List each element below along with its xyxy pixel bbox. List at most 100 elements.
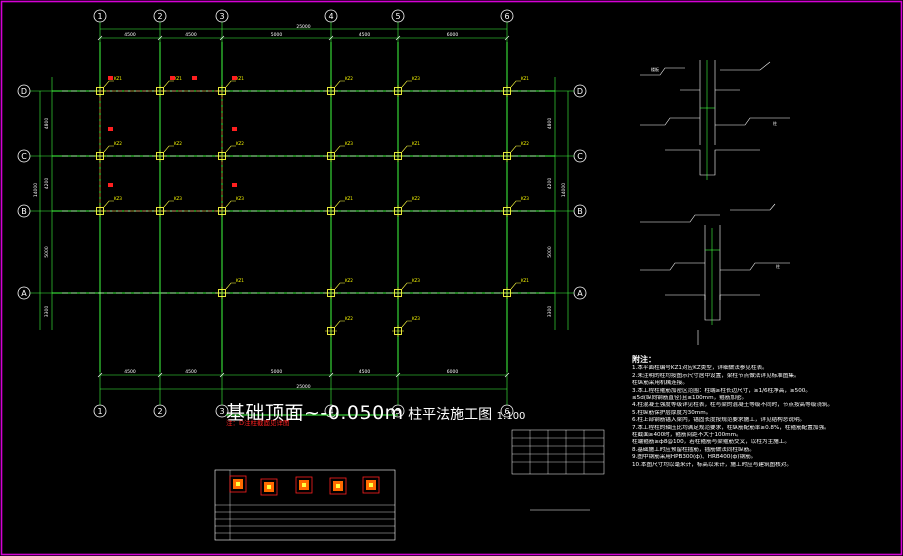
column-leader	[510, 80, 521, 88]
dim-tick	[219, 35, 225, 41]
axis-label-6: 6	[504, 407, 509, 416]
title-scale: 1:100	[496, 411, 526, 422]
column-label: KZ1	[521, 278, 529, 283]
section-center	[267, 485, 271, 489]
note-line: 7.本工程柱的轴压比均满足规范要求，柱纵筋配筋率≥0.8%，柱箍筋配置加强。	[632, 424, 830, 431]
detail-line	[665, 294, 760, 321]
dim-text: 6000	[447, 32, 459, 38]
column-label: KZ3	[412, 278, 420, 283]
column-leader	[103, 145, 114, 153]
column-label: KZ3	[236, 196, 244, 201]
column-label: KZ2	[174, 141, 182, 146]
axis-label-C: C	[21, 152, 27, 161]
note-line: ≤5d(纵向钢筋直径)且≤100mm，箍筋加密。	[632, 395, 748, 402]
column-leader	[401, 200, 412, 208]
drawing-title: 基础顶面~-0.050m 柱平法施工图 1:100	[226, 398, 525, 425]
detail-line	[640, 214, 720, 223]
dim-total-top: 25000	[296, 24, 310, 30]
red-mark	[170, 76, 175, 80]
column-leader	[163, 80, 174, 88]
general-notes: 附注： 1.本平面柱编号KZ1对应KZ类型，详细做法参见柱表。2.未注明的柱均按…	[632, 355, 894, 469]
column-leader	[401, 145, 412, 153]
dim-text: 5000	[44, 246, 50, 258]
column-leader	[225, 282, 236, 290]
red-mark	[108, 183, 113, 187]
red-mark	[108, 76, 113, 80]
section-outline	[260, 478, 278, 496]
column-label: KZ3	[521, 196, 529, 201]
section-center	[369, 483, 373, 487]
dim-tick	[395, 372, 401, 378]
column-leader	[401, 282, 412, 290]
column-label: KZ1	[521, 76, 529, 81]
section-outline	[362, 476, 380, 494]
detail-line	[640, 117, 700, 126]
section-outline	[295, 476, 313, 494]
title-note: 注：D注柱截面见详图	[226, 419, 290, 427]
dim-total: 14000	[561, 183, 567, 197]
column-label: KZ2	[345, 76, 353, 81]
column-label: KZ2	[345, 316, 353, 321]
column-leader	[401, 80, 412, 88]
note-line: 9.图中钢筋采用HPB300(ф)、HRB400(ф)钢筋。	[632, 454, 757, 461]
column-label: KZ1	[236, 278, 244, 283]
note-line: 3.本工程柱箍筋加密区范围：柱端≥柱长边尺寸，≥1/6柱净高，≥500。	[632, 387, 811, 394]
axis-label-4: 4	[328, 407, 333, 416]
axis-label-1: 1	[97, 407, 102, 416]
column-label: KZ1	[236, 76, 244, 81]
column-label: KZ1	[412, 141, 420, 146]
column-label: KZ2	[114, 141, 122, 146]
dim-tick	[219, 372, 225, 378]
dim-text: 6000	[447, 369, 459, 375]
dim-tick	[504, 35, 510, 41]
section-center	[336, 484, 340, 488]
detail-label: 柱	[776, 263, 780, 269]
section-outline	[329, 477, 347, 495]
note-line: 1.本平面柱编号KZ1对应KZ类型，详细做法参见柱表。	[632, 365, 768, 372]
dim-tick	[157, 372, 163, 378]
column-label: KZ3	[412, 316, 420, 321]
note-line: 柱端箍筋≥ф8@100，若柱箍筋与梁箍筋交叉，以柱为主施工。	[632, 439, 790, 446]
note-line: 2.未注明的柱均按图示尺寸居中设置，梁柱节点做法详见标准图集。	[632, 372, 800, 379]
dim-tick	[328, 372, 334, 378]
elev-table	[511, 429, 605, 475]
axis-label-4: 4	[328, 12, 333, 21]
column-leader	[401, 320, 412, 328]
column-leader	[225, 200, 236, 208]
dim-text: 4200	[44, 178, 50, 190]
column-label: KZ2	[521, 141, 529, 146]
note-line: 柱纵筋采用机械连接。	[632, 380, 688, 387]
column-schedule-table	[214, 429, 605, 541]
dim-text: 4800	[547, 118, 553, 130]
title-suffix: 柱平法施工图	[408, 407, 493, 423]
note-line: 4.柱混凝土强度等级详见柱表，柱与梁的混凝土等级不同时，节点按高等级浇筑。	[632, 402, 834, 409]
dim-total-bottom: 25000	[296, 384, 310, 390]
dim-text: 4200	[547, 178, 553, 190]
dim-text: 5000	[547, 246, 553, 258]
dim-text: 4500	[124, 369, 136, 375]
axis-label-A: A	[577, 289, 583, 298]
note-line: 5.柱纵筋保护层厚度为30mm。	[632, 409, 712, 416]
column-label: KZ2	[345, 278, 353, 283]
dim-text: 4500	[185, 32, 197, 38]
section-outline	[229, 475, 247, 493]
axis-label-3: 3	[219, 407, 224, 416]
column-leader	[510, 200, 521, 208]
title-prefix: 基础顶面~	[226, 402, 321, 424]
axis-label-D: D	[21, 87, 27, 96]
axis-label-3: 3	[219, 12, 224, 21]
detail-line	[720, 262, 790, 271]
dim-text: 4500	[185, 369, 197, 375]
column-label: KZ2	[412, 196, 420, 201]
detail-label: 柱	[773, 120, 777, 126]
red-mark	[108, 127, 113, 131]
column-leader	[225, 80, 236, 88]
column-leader	[334, 80, 345, 88]
column-leader	[334, 282, 345, 290]
notes-heading: 附注：	[632, 355, 656, 364]
axis-label-A: A	[21, 289, 27, 298]
axis-label-B: B	[577, 207, 583, 216]
dim-tick	[328, 35, 334, 41]
axis-label-1: 1	[97, 12, 102, 21]
